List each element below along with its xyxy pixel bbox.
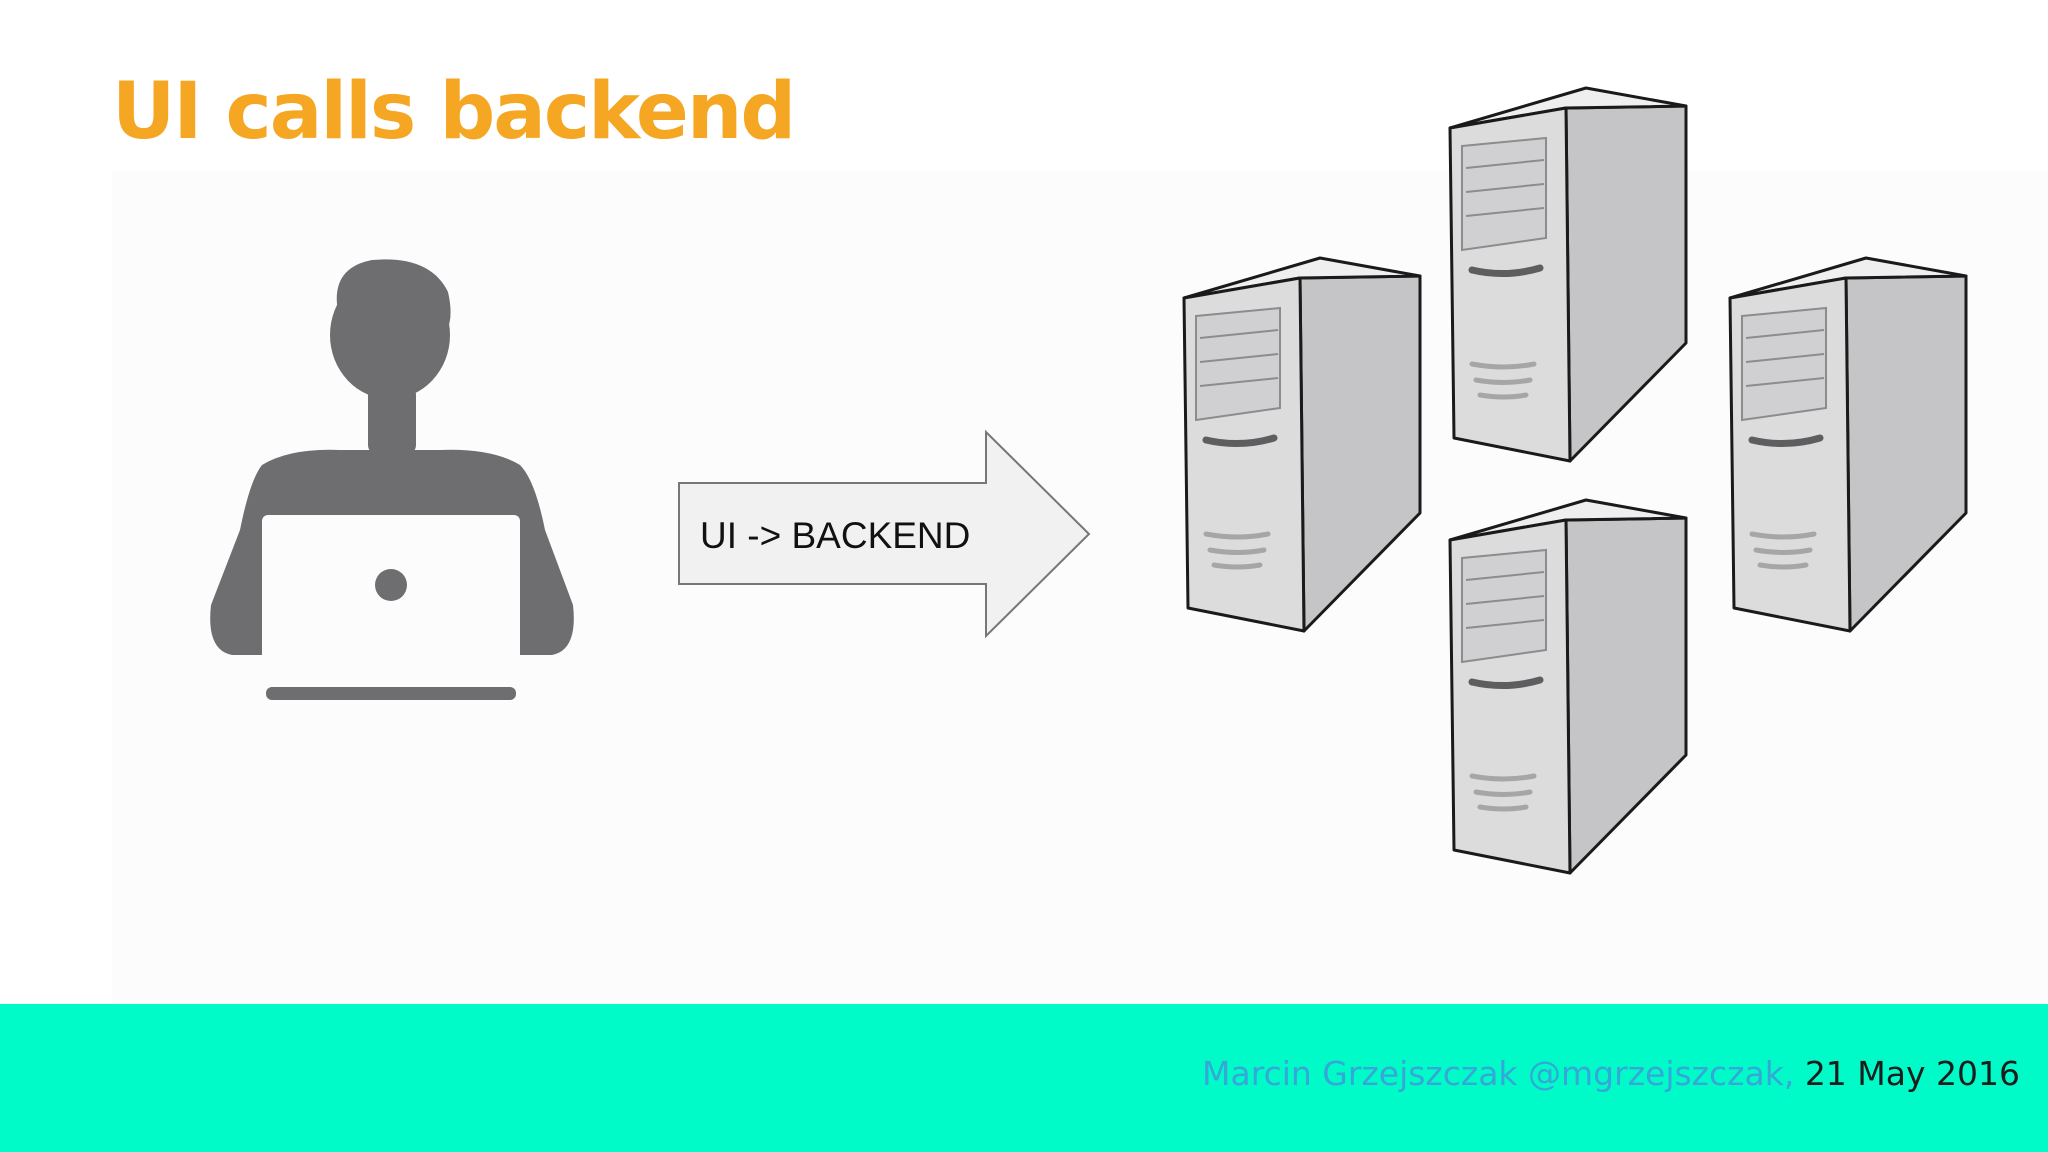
server-icon-bottom xyxy=(1450,500,1686,873)
laptop-screen xyxy=(262,515,520,668)
author-link[interactable]: Marcin Grzejszczak @mgrzejszczak xyxy=(1202,1054,1784,1093)
server-icon-right xyxy=(1730,258,1966,631)
server-icon-top xyxy=(1450,88,1686,461)
arrow-label: UI -> BACKEND xyxy=(700,515,970,556)
slide-title: UI calls backend xyxy=(112,67,796,157)
footer-credit: Marcin Grzejszczak @mgrzejszczak, 21 May… xyxy=(1202,1054,2020,1093)
footer-bar: Marcin Grzejszczak @mgrzejszczak, 21 May… xyxy=(0,1004,2048,1152)
request-arrow: UI -> BACKEND xyxy=(678,429,1091,639)
footer-separator: , xyxy=(1783,1054,1795,1093)
footer-date: 21 May 2016 xyxy=(1804,1054,2020,1093)
server-icon-left xyxy=(1184,258,1420,631)
